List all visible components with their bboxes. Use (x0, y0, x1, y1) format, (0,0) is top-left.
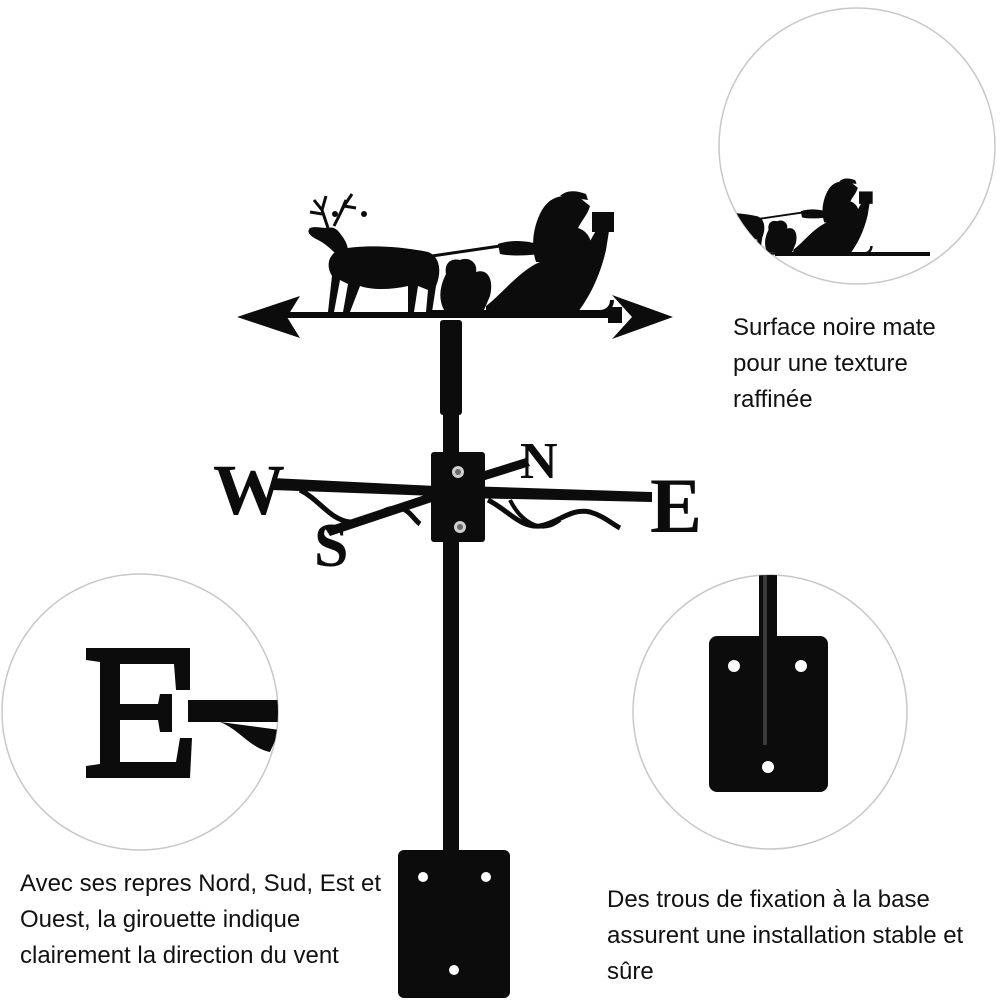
caption-directions: Avec ses repres Nord, Sud, Est et Ouest,… (20, 870, 382, 969)
caption-finish: Surface noire mate pour une texture raff… (733, 314, 936, 413)
detail-circle-compass-letter (1, 573, 279, 851)
compass-arms (272, 458, 652, 536)
santa-sleigh-silhouette (306, 189, 616, 314)
detail-circle-mounting (632, 574, 908, 850)
compass-letter-east: E (650, 462, 702, 549)
weathervane: W E N S (213, 189, 702, 998)
hub-block (431, 452, 485, 542)
mounting-plate (398, 850, 510, 998)
mounting-plate-closeup (709, 575, 828, 792)
vane-pole (440, 320, 462, 415)
compass-letter-south: S (314, 512, 348, 580)
compass-letter-north: N (520, 433, 558, 490)
letter-e-closeup (86, 648, 278, 778)
detail-circle-finish (718, 7, 996, 285)
wind-arrow (237, 295, 673, 339)
compass-letter-west: W (213, 450, 285, 530)
caption-mounting: Des trous de fixation à la base assurent… (607, 886, 964, 985)
